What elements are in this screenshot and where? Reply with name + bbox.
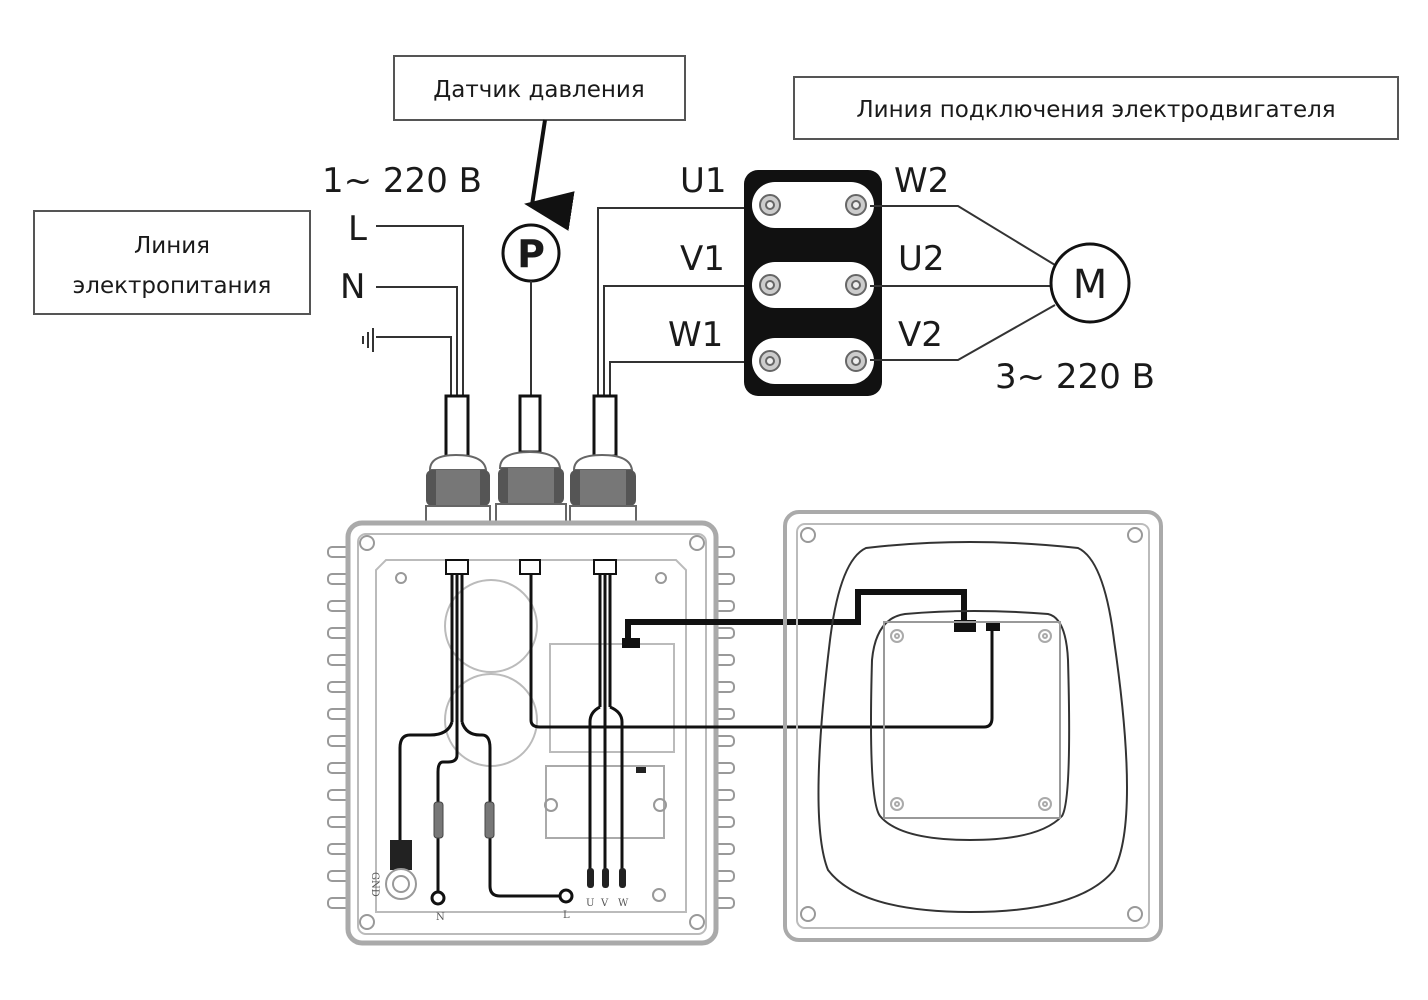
supply-voltage: 1~ 220 В	[322, 161, 482, 201]
bridge-3	[752, 338, 874, 384]
motor-voltage: 3~ 220 В	[995, 357, 1155, 397]
bridge-2	[752, 262, 874, 308]
screw-hole-icon	[689, 914, 705, 930]
cable-gland-motor	[569, 453, 637, 523]
conductor-l-label: L	[348, 209, 367, 249]
screw-hole-icon	[689, 535, 705, 551]
motor-letter: M	[1073, 262, 1108, 308]
motor-line-label-box: Линия подключения электродвигателя	[793, 76, 1399, 140]
fuse-icon	[484, 801, 495, 839]
terminal-w2-label: W2	[894, 161, 949, 201]
terminal-w1-label: W1	[668, 315, 723, 355]
pressure-sensor-label-box: Датчик давления	[393, 55, 686, 121]
terminal-v1-label: V1	[680, 239, 725, 279]
screw-hole-icon	[359, 535, 375, 551]
fuse-icon	[433, 801, 444, 839]
output-v-label: V	[600, 898, 609, 909]
screw-hole-icon	[800, 527, 816, 543]
terminal-v2-label: V2	[898, 315, 943, 355]
motor-left-wires	[597, 207, 756, 398]
internal-wires	[398, 574, 994, 898]
control-box: GND N L U V W	[327, 520, 994, 946]
cable-sleeves	[444, 394, 618, 458]
bridge-1	[752, 182, 874, 228]
motor-terminal-block	[744, 170, 882, 396]
motor-line-label: Линия подключения электродвигателя	[856, 97, 1335, 123]
motor-right-wires	[870, 205, 1056, 361]
cable-glands	[425, 450, 637, 523]
terminal-n	[430, 890, 446, 906]
cable-gland-power	[425, 453, 491, 523]
output-u-label: U	[586, 898, 594, 909]
sensor-arrow	[524, 119, 575, 231]
ground-icon	[362, 328, 374, 352]
terminal-l	[558, 888, 574, 904]
ground-lug-icon	[390, 840, 412, 870]
cooling-fins-left	[327, 546, 351, 909]
supply-wires	[376, 225, 464, 398]
terminal-n-label: N	[436, 912, 445, 923]
gnd-label: GND	[369, 872, 380, 897]
terminal-u2-label: U2	[898, 239, 945, 279]
output-w-label: W	[618, 898, 629, 909]
cable-gland-sensor	[495, 450, 567, 523]
screw-hole-icon	[359, 914, 375, 930]
cover-panel	[783, 510, 1163, 942]
pressure-sensor-symbol: P	[501, 223, 561, 398]
power-line-label-2: электропитания	[73, 273, 272, 299]
motor-symbol: M	[1049, 242, 1131, 324]
pressure-sensor-letter: P	[517, 232, 545, 276]
screw-hole-icon	[1127, 906, 1143, 922]
terminal-l-label: L	[563, 910, 570, 921]
terminal-u1-label: U1	[680, 161, 727, 201]
power-line-label-box: Линия электропитания	[33, 210, 311, 315]
conductor-n-label: N	[340, 267, 365, 307]
screw-hole-icon	[1127, 527, 1143, 543]
screw-hole-icon	[800, 906, 816, 922]
pressure-sensor-label: Датчик давления	[433, 77, 644, 103]
power-line-label-1: Линия	[134, 233, 210, 259]
